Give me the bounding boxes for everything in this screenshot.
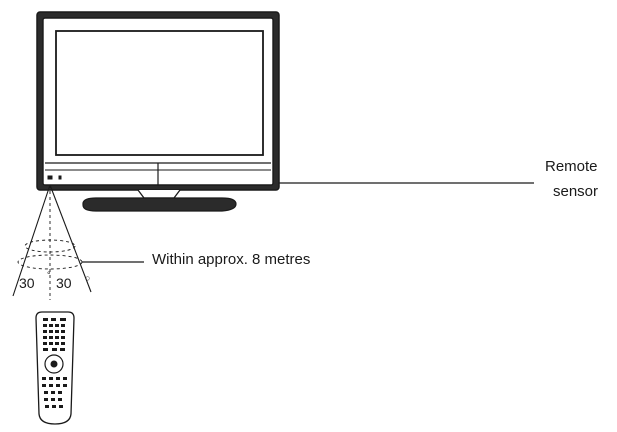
cone-right-edge [49,184,92,293]
cone-range-ellipse-upper [24,239,76,253]
remote-ok-button [50,360,58,368]
remote-sensor-label: Remote [545,158,598,175]
tv-remote-sensor-window [47,175,53,180]
remote-button-grid [43,318,66,351]
tv [36,11,280,212]
angle-left-label: 30 [19,275,35,291]
tv-stand-neck [137,189,181,199]
tv-power-indicator [58,175,62,180]
range-label: Within approx. 8 metres [152,251,311,268]
angle-right-label: 30 [56,275,72,291]
angle-right-degree-symbol: ○ [85,273,91,283]
remote-lower-buttons [42,377,67,408]
remote-power-button [43,318,48,321]
angle-left-degree-symbol: ° [47,270,51,280]
remote-sensor-label-line2: sensor [553,183,599,200]
tv-screen [55,30,264,156]
tv-stand-base [82,197,237,212]
remote-control [35,311,75,425]
cone-left-edge [12,184,51,297]
